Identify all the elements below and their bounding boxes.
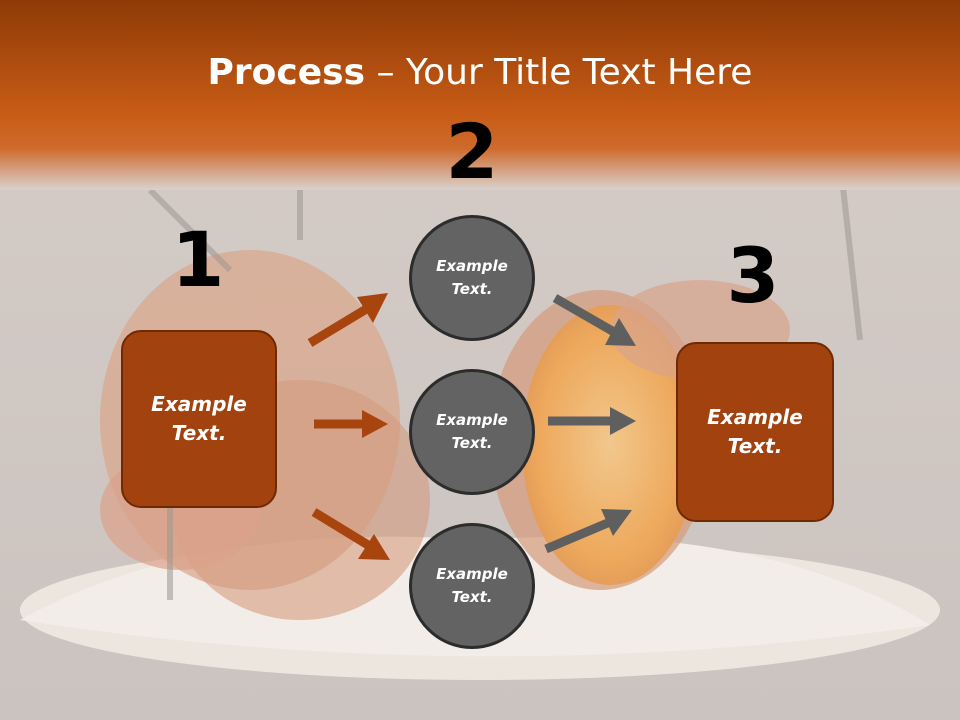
step-circle-top-text: Example Text. [436, 257, 508, 298]
arrow-1-to-middle [314, 410, 388, 438]
step-circle-bottom[interactable]: Example Text. [409, 523, 535, 649]
step-circle-bottom-text: Example Text. [436, 565, 508, 606]
arrow-middle-to-3 [548, 407, 636, 435]
step-number-3: 3 [726, 231, 780, 320]
arrow-top-to-3 [552, 294, 636, 346]
step-circle-top[interactable]: Example Text. [409, 215, 535, 341]
title-rest: – Your Title Text Here [365, 52, 753, 93]
step-circle-middle[interactable]: Example Text. [409, 369, 535, 495]
step-number-1: 1 [171, 215, 225, 304]
arrow-1-to-bottom [311, 508, 390, 560]
arrow-bottom-to-3 [544, 509, 632, 554]
arrow-1-to-top [307, 293, 388, 347]
step-box-1[interactable]: Example Text. [121, 330, 277, 508]
step-circle-middle-text: Example Text. [436, 411, 508, 452]
title-bold: Process [207, 52, 366, 93]
step-box-3-text: Example Text. [707, 405, 803, 458]
step-box-1-text: Example Text. [151, 392, 247, 445]
slide-title: Process – Your Title Text Here [0, 52, 960, 93]
step-number-2: 2 [445, 107, 499, 196]
step-box-3[interactable]: Example Text. [676, 342, 834, 522]
